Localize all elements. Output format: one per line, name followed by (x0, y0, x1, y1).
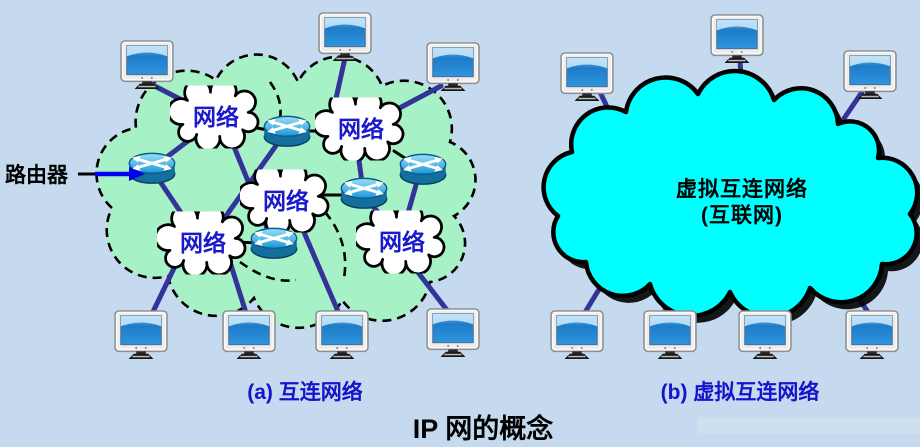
router-icon (249, 226, 299, 260)
network-cloud-label: 网络 (379, 229, 425, 255)
left-network-clouds-layer: 网络网络网络网络网络 (157, 85, 446, 275)
router-icon (127, 151, 177, 185)
caption-b: (b) 虚拟互连网络 (660, 381, 820, 404)
network-link (294, 213, 343, 319)
router-pointer-label: 路由器 (5, 164, 68, 187)
inner-dash-arc (324, 211, 347, 279)
network-cloud-label: 网络 (263, 188, 309, 214)
inner-dashed-arcs (239, 81, 347, 282)
computer-icon (550, 310, 604, 360)
network-cloud-label: 网络 (193, 104, 239, 130)
computer-icon (426, 308, 480, 358)
computer-icon (560, 52, 614, 102)
computer-icon (315, 310, 369, 360)
internet-cloud-group: 虚拟互连网络 (互联网) (541, 68, 920, 325)
highlight-strip (697, 417, 920, 433)
router-icon (398, 152, 448, 186)
computer-icon (426, 42, 480, 92)
router-icon (339, 176, 389, 210)
network-link (227, 259, 250, 319)
computer-icon (710, 14, 764, 64)
internet-cloud-label-line1: 虚拟互连网络 (676, 177, 808, 201)
router-pointer-arrow (78, 167, 145, 181)
caption-a: (a) 互连网络 (247, 381, 363, 404)
internet-cloud-label-line2: (互联网) (701, 204, 783, 227)
computer-icon (222, 310, 276, 360)
computer-icon (114, 310, 168, 360)
network-link (147, 261, 179, 321)
computer-icon (845, 310, 899, 360)
computer-icon (738, 310, 792, 360)
internet-cloud (541, 68, 920, 320)
inner-dash-arc (268, 81, 282, 119)
network-cloud-label: 网络 (180, 230, 226, 256)
router-icon (262, 114, 312, 148)
computer-icon (318, 12, 372, 62)
inner-dash-arc (239, 260, 297, 282)
network-cloud-label: 网络 (338, 116, 384, 142)
computer-icon (843, 50, 897, 100)
page-title: IP 网的概念 (412, 414, 554, 444)
computer-icon (643, 310, 697, 360)
computer-icon (120, 40, 174, 90)
